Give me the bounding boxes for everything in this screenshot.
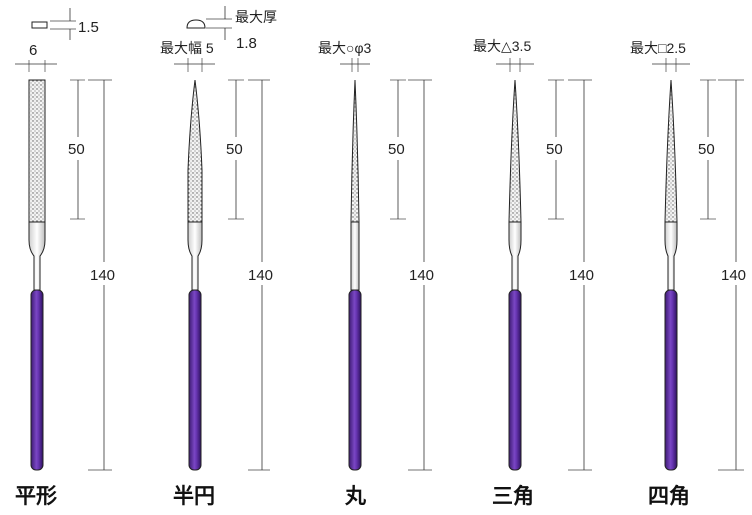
triangle-neck (508, 221, 522, 291)
half-round-width-label: 最大幅 5 (160, 40, 214, 56)
flat-neck (28, 221, 46, 291)
flat-cut-section (28, 79, 46, 223)
half-round-cut-length-label: 50 (226, 141, 243, 158)
square-size-label: 最大□2.5 (630, 40, 686, 56)
file-round: 最大○φ3 50 140 丸 (318, 40, 434, 508)
triangle-cut-section (508, 79, 522, 223)
triangle-total-length-label: 140 (569, 267, 594, 284)
half-round-section-icon (186, 19, 206, 29)
half-round-total-length-label: 140 (248, 267, 273, 284)
flat-section-icon (31, 21, 48, 29)
flat-cut-length-label: 50 (68, 141, 85, 158)
triangle-cut-length-label: 50 (546, 141, 563, 158)
file-flat: 1.5 6 50 140 平形 (15, 8, 115, 508)
file-square: 最大□2.5 50 140 四角 (630, 40, 746, 508)
square-cut-length-label: 50 (698, 141, 715, 158)
round-size-label: 最大○φ3 (318, 40, 372, 56)
flat-thickness-label: 1.5 (78, 19, 99, 36)
square-total-length-label: 140 (721, 267, 746, 284)
half-round-handle (188, 289, 202, 471)
round-cut-length-label: 50 (388, 141, 405, 158)
round-neck (350, 221, 360, 291)
square-cut-section (664, 79, 678, 223)
half-round-thickness-value: 1.8 (236, 35, 257, 52)
triangle-size-label: 最大△3.5 (473, 38, 531, 54)
round-name: 丸 (344, 484, 367, 508)
square-name: 四角 (648, 484, 690, 508)
file-half-round: 最大厚 1.8 最大幅 5 50 140 半円 (160, 6, 277, 508)
flat-handle (30, 289, 44, 471)
square-neck (664, 221, 678, 291)
file-triangle: 最大△3.5 50 140 三角 (473, 38, 594, 508)
round-handle (348, 289, 362, 471)
flat-total-length-label: 140 (90, 267, 115, 284)
half-round-cut-section (187, 79, 203, 223)
flat-width-label: 6 (29, 42, 37, 59)
square-handle (664, 289, 678, 471)
half-round-thickness-label: 最大厚 (235, 9, 277, 25)
flat-name: 平形 (15, 484, 57, 508)
triangle-handle (508, 289, 522, 471)
round-total-length-label: 140 (409, 267, 434, 284)
half-round-name: 半円 (173, 484, 215, 508)
round-cut-section (350, 79, 360, 223)
triangle-name: 三角 (492, 484, 534, 508)
half-round-neck (187, 221, 203, 291)
